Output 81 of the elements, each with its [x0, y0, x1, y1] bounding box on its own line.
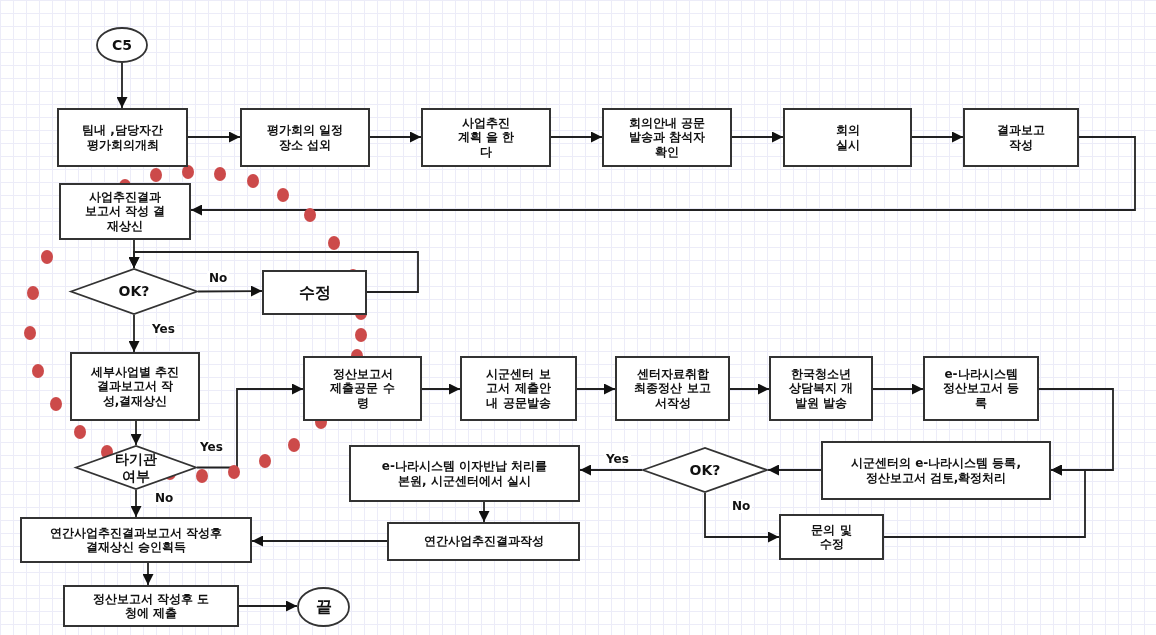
arrow	[190, 136, 1136, 216]
node-label: 결과보고 작성	[996, 123, 1046, 152]
arrow	[576, 383, 616, 395]
decision-diamond	[75, 445, 197, 490]
node-label: 시군센터의 e-나라시스템 등록,정산보고서 검토,확정처리	[849, 456, 1022, 485]
process-box	[615, 356, 730, 421]
process-box	[421, 108, 551, 167]
process-box	[70, 352, 200, 421]
arrow	[251, 535, 388, 547]
edge-label: No	[153, 491, 176, 505]
arrow	[421, 383, 461, 395]
node-label: 문의 및 수정	[810, 522, 853, 552]
arrow	[116, 62, 128, 109]
node-label: 사업추진 계획 을 한다	[456, 115, 516, 160]
node-label: 시군센터 보고서 제출안내 공문발송	[485, 366, 552, 411]
arrow	[196, 383, 304, 469]
process-box	[602, 108, 732, 167]
process-box	[303, 356, 422, 421]
node-label: 끝	[314, 597, 333, 617]
process-box	[63, 585, 239, 627]
arrow	[130, 489, 142, 518]
process-box	[20, 517, 252, 563]
node-label: OK?	[688, 461, 722, 479]
node-label: 정산보고서 작성후 도청에 제출	[91, 591, 211, 621]
edge-label: No	[730, 499, 753, 513]
edge-label: No	[207, 271, 230, 285]
edge-label: Yes	[150, 322, 177, 336]
arrow	[369, 131, 422, 143]
arrow	[128, 314, 140, 353]
node-label: 정산보고서 제출공문 수령	[329, 366, 396, 411]
node-label: 팀내 ,담당자간 평가회의개최	[81, 123, 164, 152]
node-label: 한국청소년 상담복지 개발원 발송	[787, 366, 855, 411]
process-box	[240, 108, 370, 167]
node-label: 평가회의 일정 장소 섭외	[265, 123, 345, 152]
node-label: OK?	[117, 283, 151, 300]
process-box	[769, 356, 873, 421]
node-label: 사업추진결과 보고서 작성 결재상신	[83, 189, 167, 234]
arrow	[729, 383, 770, 395]
node-label: 회의 실시	[834, 123, 861, 152]
process-box	[262, 270, 367, 315]
process-box	[783, 108, 912, 167]
arrow	[883, 464, 1086, 538]
arrow	[142, 562, 154, 586]
process-box	[387, 522, 580, 561]
arrow	[911, 131, 964, 143]
arrow	[550, 131, 603, 143]
node-label: e-나라시스템 정산보고서 등록	[941, 366, 1021, 411]
process-box	[349, 445, 580, 502]
node-label: 연간사업추진결과작성	[422, 534, 545, 549]
arrow	[579, 464, 643, 476]
node-label: 세부사업별 추진 결과보고서 작성,결재상신	[89, 364, 181, 409]
node-label: e-나라시스템 이자반납 처리를 본원, 시군센터에서 실시	[380, 459, 549, 488]
decision-diamond	[70, 268, 198, 315]
process-box	[460, 356, 577, 421]
terminal-circle	[297, 587, 350, 627]
arrow	[767, 464, 822, 476]
process-box	[821, 441, 1051, 500]
arrow	[478, 501, 490, 523]
arrow	[130, 420, 142, 446]
arrow	[704, 492, 780, 543]
terminal-circle	[96, 27, 148, 63]
process-box	[963, 108, 1079, 167]
node-label: 수정	[297, 282, 332, 303]
node-label: C5	[111, 36, 133, 54]
edge-label: Yes	[604, 452, 631, 466]
arrow	[197, 285, 263, 297]
arrow	[731, 131, 784, 143]
process-box	[923, 356, 1039, 421]
node-label: 타기관 여부	[114, 450, 158, 485]
edge-label: Yes	[198, 440, 225, 454]
arrow	[128, 251, 419, 293]
arrow	[238, 600, 298, 612]
process-box	[57, 108, 188, 167]
process-box	[779, 514, 884, 560]
node-label: 연간사업추진결과보고서 작성후 결재상신 승인획득	[48, 525, 224, 555]
arrow	[872, 383, 924, 395]
node-label: 회의안내 공문발송과 참석자 확인	[627, 115, 707, 160]
node-label: 센터자료취합 최종정산 보고서작성	[633, 366, 712, 411]
decision-diamond	[642, 447, 768, 493]
process-box	[59, 183, 191, 240]
arrow	[187, 131, 241, 143]
